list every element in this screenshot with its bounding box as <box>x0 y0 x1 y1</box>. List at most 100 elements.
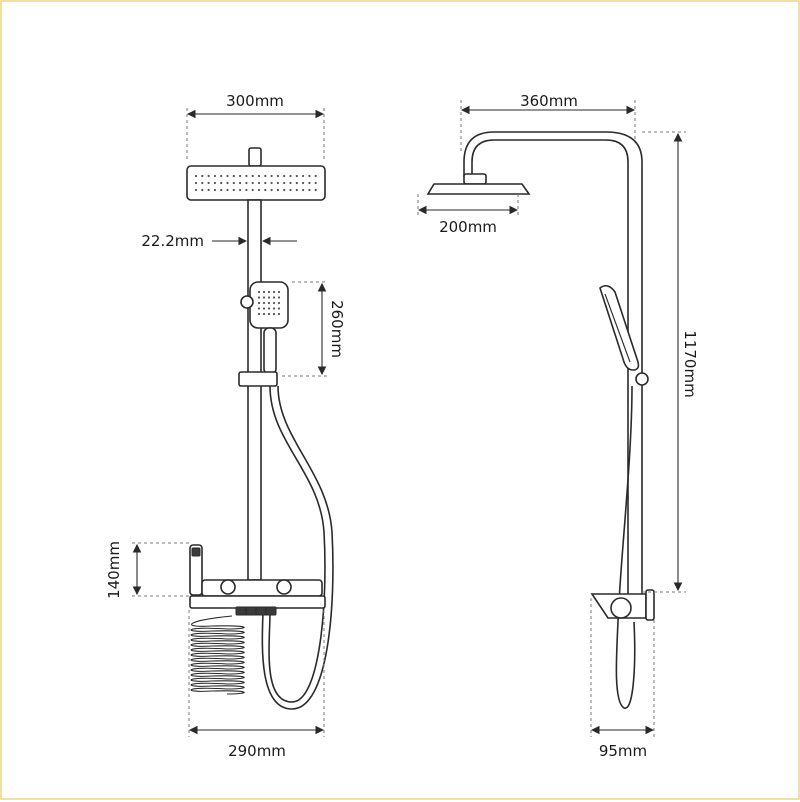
hand-nozzle-dot <box>262 296 266 299</box>
hand-nozzle-dot <box>262 301 266 305</box>
nozzle-dot <box>283 174 286 178</box>
nozzle-dot <box>194 181 198 185</box>
hose-front <box>268 385 326 703</box>
mixer-shelf-side <box>590 589 655 621</box>
label-side-head-width: 200mm <box>439 218 497 236</box>
hand-nozzle-dot <box>272 312 276 316</box>
nozzle-dot <box>245 188 248 192</box>
nozzle-dot <box>314 188 317 192</box>
nozzle-dot <box>295 174 298 178</box>
nozzle-dot <box>201 188 204 192</box>
nozzle-dot <box>226 174 229 178</box>
nozzle-dot <box>213 188 216 192</box>
side-riser-inner <box>471 139 629 602</box>
hand-nozzle-dot <box>262 312 266 316</box>
nozzle-dot <box>220 174 223 178</box>
hand-nozzle-dot <box>267 312 271 316</box>
nozzle-dot <box>257 188 261 192</box>
nozzle-dot <box>201 181 204 185</box>
nozzle-dot <box>226 181 229 185</box>
nozzle-dot <box>295 181 298 185</box>
hand-nozzle-dot <box>262 307 266 310</box>
nozzle-dot <box>270 188 273 192</box>
hand-nozzle-dot <box>267 296 271 299</box>
nozzle-dot <box>257 174 261 178</box>
label-total-height: 1170mm <box>681 330 699 397</box>
nozzle-dot <box>232 188 235 192</box>
hand-nozzle-dot <box>272 290 276 294</box>
nozzle-dot <box>283 181 286 185</box>
hand-nozzle-dot <box>267 301 271 305</box>
nozzle-dot <box>276 188 279 192</box>
nozzle-dot <box>289 188 292 192</box>
hand-nozzle-dot <box>257 307 261 310</box>
nozzle-dot <box>308 181 311 185</box>
dim-front-head-width: 300mm <box>186 92 325 162</box>
rain-head-side <box>426 173 531 195</box>
nozzle-dot <box>270 174 273 178</box>
nozzle-dot <box>251 181 254 185</box>
hand-nozzle-dot <box>277 301 281 305</box>
nozzle-dot <box>264 188 267 192</box>
nozzle-dot <box>213 181 216 185</box>
label-shelf-depth: 95mm <box>599 742 647 760</box>
nozzle-dot <box>207 174 210 178</box>
coiled-hose <box>190 615 245 695</box>
nozzle-dot <box>245 174 248 178</box>
dim-side-arm-reach: 360mm <box>460 92 636 154</box>
side-view: 360mm 200mm <box>417 92 699 760</box>
hand-nozzle-dot <box>272 296 276 299</box>
nozzle-dot <box>194 174 198 178</box>
hose-front-outer <box>261 385 334 710</box>
nozzle-dot <box>302 174 305 178</box>
nozzle-dot <box>270 181 273 185</box>
nozzle-dot <box>276 181 279 185</box>
hand-nozzle-dot <box>267 307 271 310</box>
dim-shelf-depth: 95mm <box>590 598 655 760</box>
nozzle-dot <box>232 181 235 185</box>
hand-nozzle-dot <box>257 312 261 316</box>
hand-nozzle-dot <box>257 301 261 305</box>
dim-side-head-width: 200mm <box>417 194 519 236</box>
hand-nozzle-dot <box>257 296 261 299</box>
dim-shelf-width: 290mm <box>188 610 325 760</box>
side-riser-outer <box>463 131 643 602</box>
nozzle-dot <box>264 181 267 185</box>
riser-pipe <box>247 199 262 581</box>
nozzle-dot <box>308 174 311 178</box>
label-shelf-width: 290mm <box>228 742 286 760</box>
nozzle-dot <box>302 188 305 192</box>
nozzle-dot <box>232 174 235 178</box>
dim-total-height: 1170mm <box>642 131 699 593</box>
label-pipe-diameter: 22.2mm <box>141 232 204 250</box>
nozzle-dot <box>289 181 292 185</box>
hand-nozzle-dot <box>272 301 276 305</box>
hose-side <box>615 385 636 709</box>
hand-nozzle-dot <box>277 290 281 294</box>
nozzle-dot <box>239 188 242 192</box>
nozzle-dot <box>264 174 267 178</box>
dim-handset-height: 260mm <box>282 281 346 377</box>
hand-nozzle-dot <box>267 290 271 294</box>
dim-mixer-height: 140mm <box>105 541 190 599</box>
nozzle-dot <box>239 181 242 185</box>
nozzle-dot <box>314 181 317 185</box>
nozzle-dot <box>220 181 223 185</box>
nozzle-dot <box>251 174 254 178</box>
hand-shower-front <box>238 281 289 387</box>
hand-nozzle-dot <box>277 307 281 310</box>
front-view: 300mm 22.2mm 260mm <box>105 92 346 760</box>
nozzle-dot <box>220 188 223 192</box>
nozzle-dot <box>201 174 204 178</box>
nozzle-dot <box>295 188 298 192</box>
nozzle-dot <box>226 188 229 192</box>
rain-head-front <box>186 147 326 201</box>
label-front-head-width: 300mm <box>226 92 284 110</box>
nozzle-dot <box>276 174 279 178</box>
hand-nozzle-dot <box>262 290 266 294</box>
nozzle-dot <box>207 181 210 185</box>
nozzle-dot <box>239 174 242 178</box>
nozzle-dot <box>207 188 210 192</box>
nozzle-dot <box>213 174 216 178</box>
